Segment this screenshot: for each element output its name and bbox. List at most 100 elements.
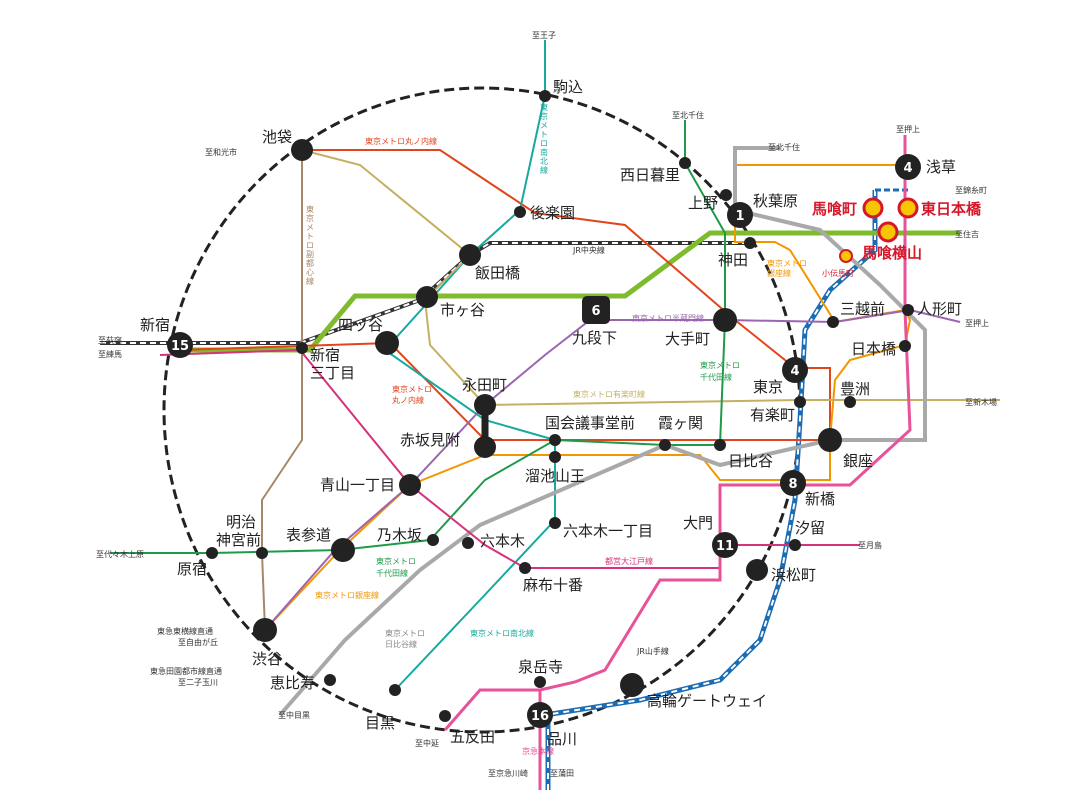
stations-yurakucho: 有楽町 (750, 406, 795, 424)
directions-kamata: 至蒲田 (550, 768, 574, 778)
stations-meguro: 目黒 (365, 714, 395, 732)
highlight-stations (839, 197, 919, 263)
dir-futako-a: 東急田園都市線直通 (150, 666, 222, 676)
badge-4b-label: 4 (790, 364, 799, 379)
fukutoshin-line (261, 150, 303, 631)
stations-azabu: 麻布十番 (523, 576, 583, 594)
stations-gotanda: 五反田 (450, 728, 495, 746)
station-labels: 駒込 池袋 西日暮里 後楽園 上野 秋葉原 飯田橋 神田 新宿 四ッ谷 市ヶ谷 … (140, 78, 962, 748)
badge-4a-label: 4 (903, 161, 912, 176)
stations-shinjuku: 新宿 (140, 316, 170, 334)
chiyoda-line (110, 120, 726, 554)
badge-15-label: 15 (171, 339, 189, 354)
directions-oshiage2: 至押上 (965, 318, 989, 328)
station-shinjuku3-b: 三丁目 (310, 364, 355, 382)
directions-kitasenju2: 至北千住 (768, 142, 800, 152)
stations-kokkai: 国会議事堂前 (545, 414, 635, 432)
direction-labels: 至王子 至北千住 至北千住 至押上 至錦糸町 至住吉 至和光市 至荻窪 至練馬 … (96, 31, 997, 778)
station-meiji-b: 神宮前 (216, 531, 261, 549)
line-labels: 東京メトロ丸ノ内線 JR中央線 東京メトロ 銀座線 東京メトロ半蔵門線 東京メト… (306, 102, 807, 756)
line-hibiya-b: 日比谷線 (385, 639, 417, 649)
stations-ningyocho: 人形町 (917, 300, 962, 318)
line-ginza-top-a: 東京メトロ (767, 258, 807, 268)
stations-ginza: 銀座 (843, 452, 873, 470)
lines-chuo: JR中央線 (572, 245, 605, 255)
highlight-labels: 馬喰町 東日本橋 馬喰横山 小伝馬町 (812, 200, 982, 278)
directions-yoyogiuehara: 至代々木上原 (96, 549, 144, 559)
badge-6-label: 6 (591, 304, 600, 319)
stations-ichigaya: 市ヶ谷 (440, 301, 485, 319)
stations-kanda: 神田 (718, 251, 748, 269)
stations-ebisu: 恵比寿 (270, 674, 315, 692)
badges: 1 4 4 6 8 11 15 16 (167, 154, 921, 728)
station-dots (206, 90, 914, 722)
lines-ginza-low: 東京メトロ銀座線 (315, 590, 379, 600)
directions-kitasenju1: 至北千住 (672, 110, 704, 120)
stations-harajuku: 原宿 (177, 560, 207, 578)
stations-roppongi1: 六本木一丁目 (563, 522, 653, 540)
stations-kasumigaseki: 霞ヶ関 (658, 414, 703, 432)
hanzomon-line (264, 308, 961, 631)
stations-hamamatsucho: 浜松町 (771, 566, 816, 584)
badge-1 (727, 202, 753, 228)
lines-namboku-low: 東京メトロ南北線 (470, 628, 534, 638)
directions-nakameguro: 至中目黒 (278, 710, 310, 720)
badge-11-label: 11 (716, 539, 734, 554)
stations-iidabashi: 飯田橋 (475, 264, 520, 282)
stations-hibiya: 日比谷 (728, 452, 773, 470)
stations-omotesando: 表参道 (286, 526, 331, 544)
chuo-line-jr (100, 241, 750, 345)
stations-mitsukoshimae: 三越前 (840, 300, 885, 318)
dir-jiyugaoka-a: 東急東横線直通 (157, 626, 213, 636)
directions-kinshicho: 至錦糸町 (955, 185, 987, 195)
station-shinjuku3-a: 新宿 (310, 346, 340, 364)
directions-ogikubo: 至荻窪 (98, 335, 122, 345)
stations-roppongi: 六本木 (480, 532, 525, 550)
dir-futako-b: 至二子玉川 (178, 678, 218, 687)
stations-shinagawa: 品川 (547, 730, 577, 748)
stations-korakuen: 後楽園 (530, 204, 575, 222)
directions-sumiyoshi: 至住吉 (955, 229, 979, 239)
line-chiyoda-top-a: 東京メトロ (700, 360, 740, 370)
directions-wakoshi: 至和光市 (205, 147, 237, 157)
badge-8-label: 8 (788, 477, 797, 492)
highlight-kodenmacho: 小伝馬町 (822, 268, 854, 278)
line-hibiya-a: 東京メトロ (385, 628, 425, 638)
highlight-higashinihonbashi: 東日本橋 (921, 200, 982, 218)
directions-keikyukawasaki: 至京急川崎 (488, 768, 528, 778)
line-chiyoda-top-b: 千代田線 (700, 372, 732, 382)
directions-oji: 至王子 (532, 31, 556, 40)
lines-yamanote: JR山手線 (636, 646, 669, 656)
directions-oshiage1: 至押上 (896, 124, 920, 134)
stations-nogizaka: 乃木坂 (377, 526, 422, 544)
directions-tsukishima: 至月島 (858, 540, 882, 550)
jr-east-line (544, 188, 910, 790)
directions-shinkiba: 至新木場 (965, 397, 997, 407)
stations-komagome: 駒込 (553, 78, 583, 96)
lines-hanzomon: 東京メトロ半蔵門線 (632, 313, 704, 323)
directions-nakanobu: 至中延 (415, 738, 439, 748)
stations-ikebukuro: 池袋 (262, 128, 292, 146)
dir-jiyugaoka-b: 至自由が丘 (178, 637, 218, 647)
highlight-bakurocho: 馬喰町 (812, 200, 857, 218)
line-marunouchi-mid-a: 東京メトロ (392, 384, 432, 394)
stations-akasakamitsuke: 赤坂見附 (400, 431, 460, 449)
lines-oedo: 都営大江戸線 (605, 556, 653, 566)
stations-ueno: 上野 (688, 194, 718, 212)
stations-tokyo: 東京 (753, 378, 783, 396)
line-marunouchi-mid-b: 丸ノ内線 (392, 395, 424, 405)
yurakucho-line (301, 149, 1000, 407)
stations-akihabara: 秋葉原 (753, 192, 798, 210)
highlight-bakuroyokoyama: 馬喰横山 (862, 244, 922, 262)
stations-otemachi: 大手町 (665, 330, 710, 348)
stations-aoyama: 青山一丁目 (320, 476, 395, 494)
stations-shibuya: 渋谷 (252, 650, 282, 668)
station-meiji-a: 明治 (226, 513, 256, 531)
stations-takanawa: 高輪ゲートウェイ (647, 692, 767, 710)
line-chiyoda-mid-a: 東京メトロ (376, 556, 416, 566)
stations-tameike: 溜池山王 (525, 467, 585, 485)
badge-16-label: 16 (531, 709, 549, 724)
stations-shiodome: 汐留 (795, 519, 825, 537)
stations-yotsuya: 四ッ谷 (338, 316, 383, 334)
